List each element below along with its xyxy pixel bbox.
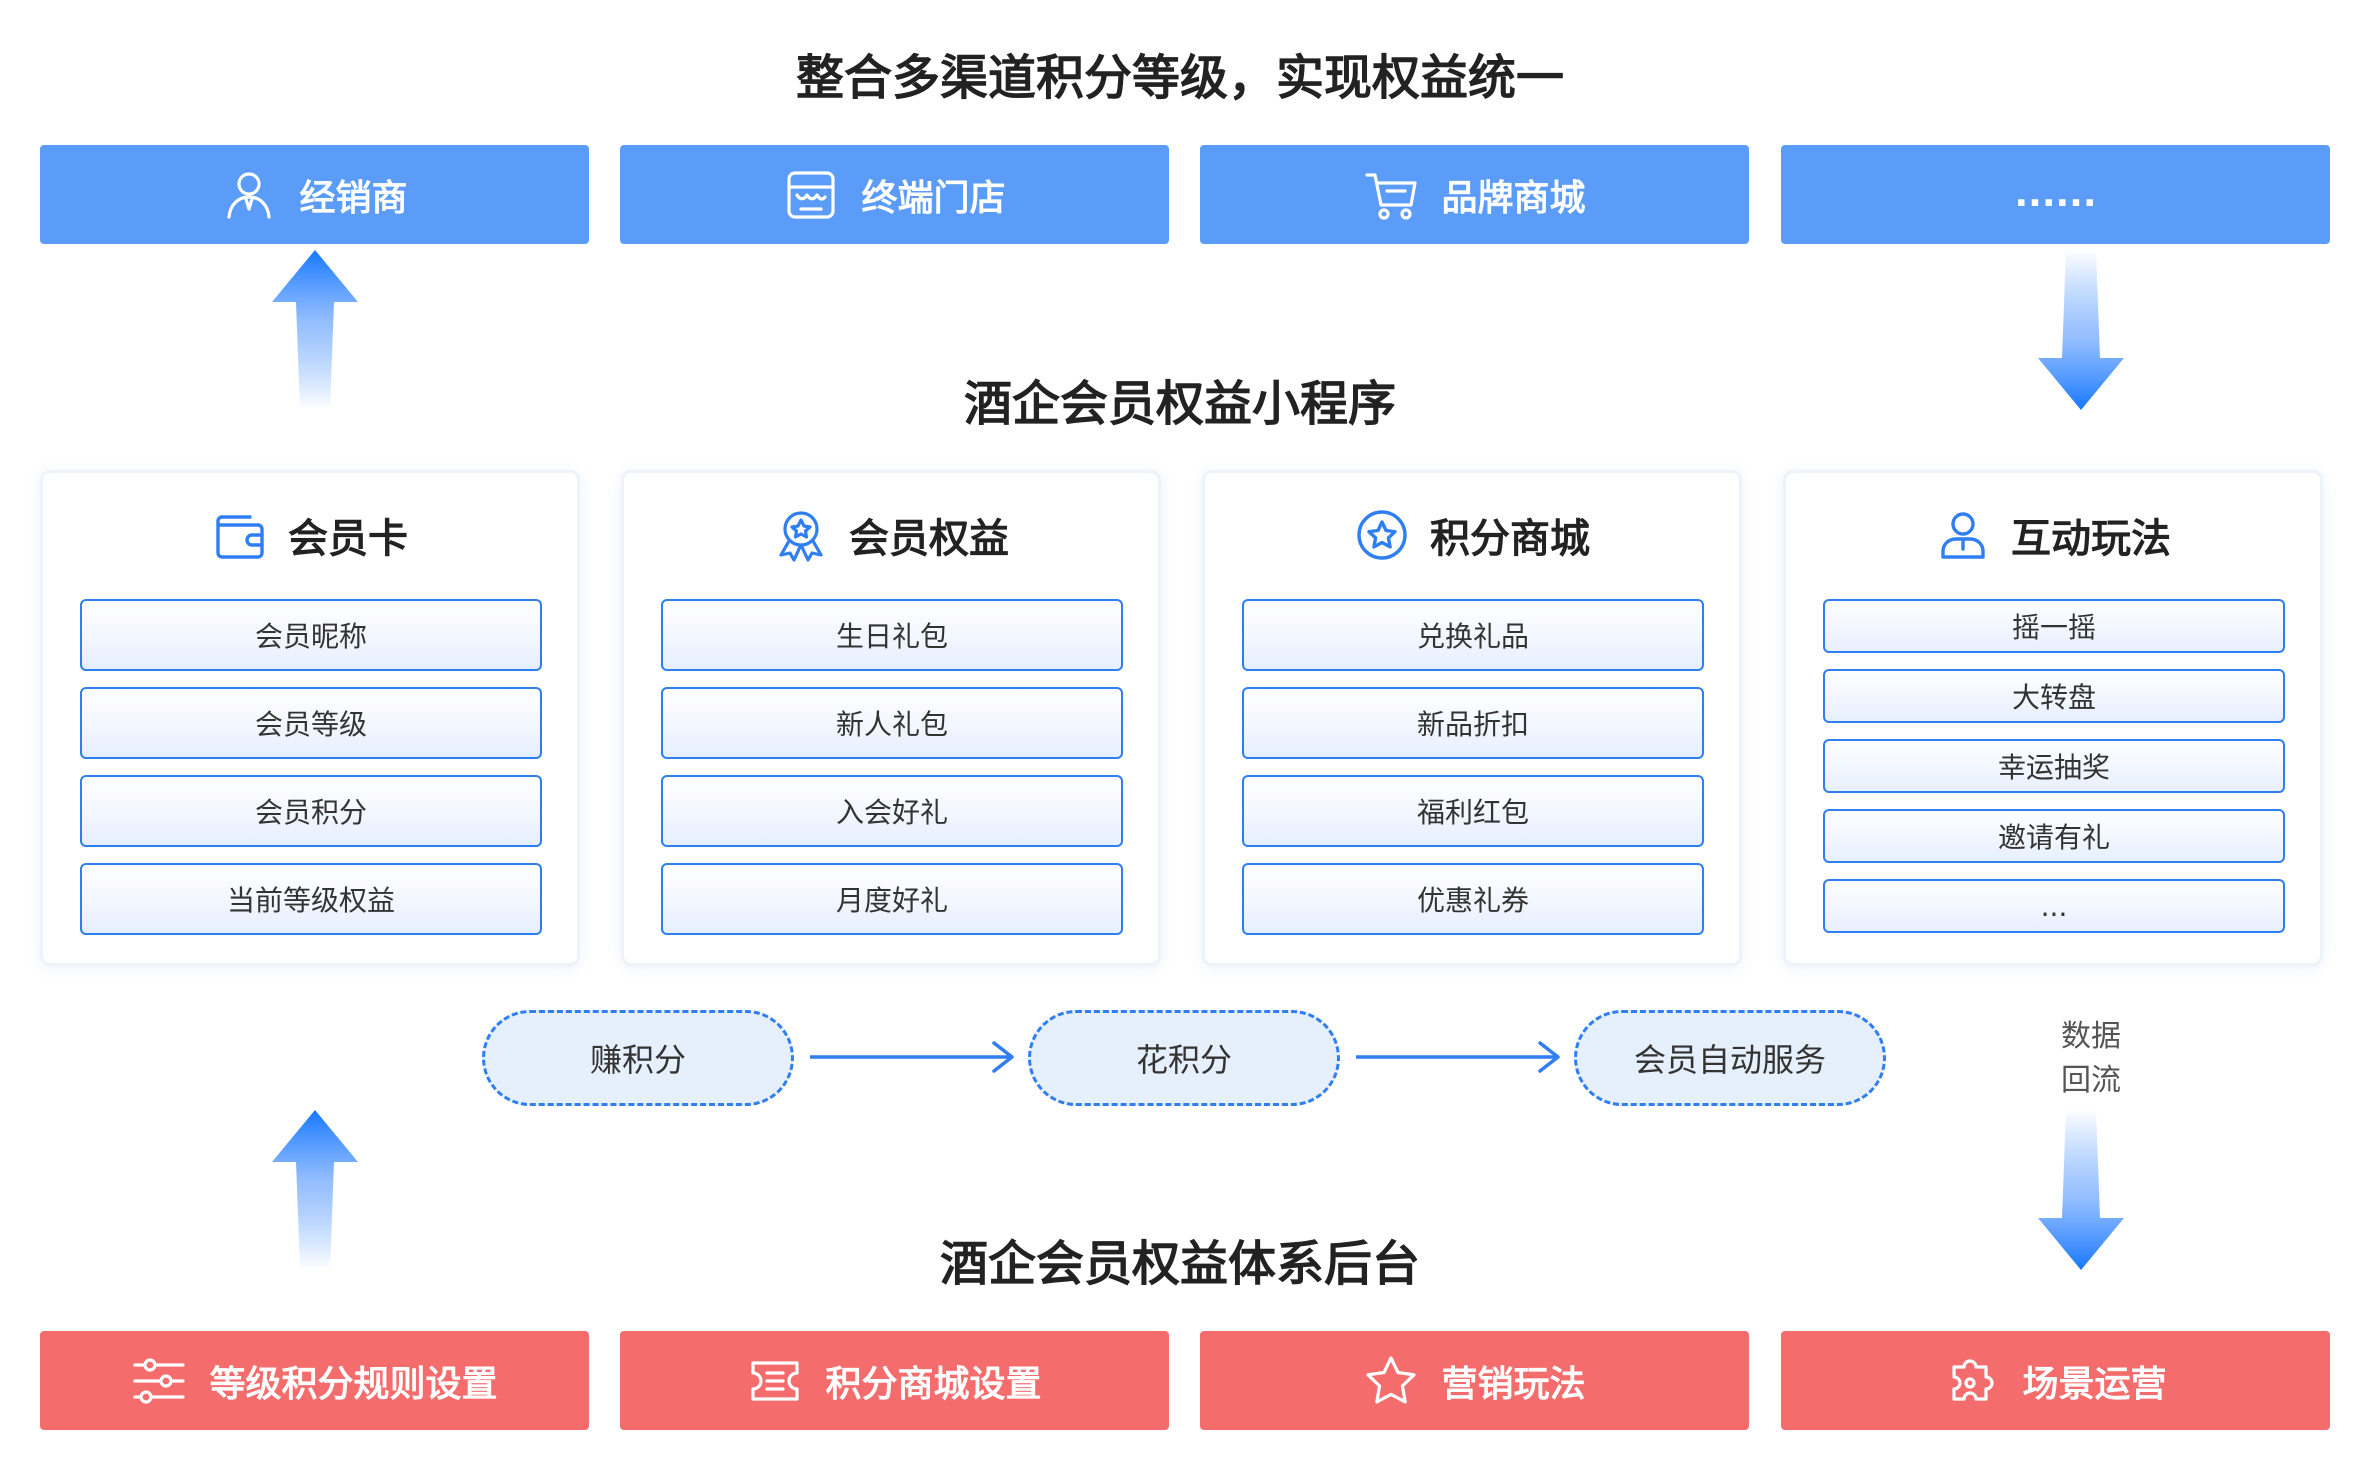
flow-arrow-2: [1356, 1041, 1560, 1073]
backend-label: 等级积分规则设置: [209, 1363, 498, 1405]
card-title: 会员权益: [849, 516, 1009, 562]
arrow-up-bottom: [272, 1110, 358, 1270]
person-icon: [227, 171, 272, 219]
card-title: 会员卡: [288, 516, 408, 562]
backend-label: 营销玩法: [1441, 1363, 1586, 1405]
module-item: 幸运抽奖: [1823, 739, 2285, 793]
ticket-icon: [751, 1360, 800, 1401]
middle-title: 酒企会员权益小程序: [963, 376, 1396, 432]
module-item: 会员昵称: [80, 599, 542, 671]
top-title: 整合多渠道积分等级，实现权益统一: [795, 50, 1564, 106]
star-circle-icon: [1357, 510, 1407, 560]
module-item: 兑换礼品: [1242, 599, 1704, 671]
arrow-down-bottom: [2038, 1110, 2124, 1270]
module-item: 入会好礼: [661, 775, 1123, 847]
card-title: 积分商城: [1430, 516, 1590, 562]
backend-scene-operations: 场景运营: [1781, 1331, 2330, 1430]
module-item: 大转盘: [1823, 669, 2285, 723]
cart-icon: [1365, 172, 1418, 220]
star-icon: [1366, 1355, 1417, 1403]
channel-brand-mall: 品牌商城: [1200, 145, 1749, 244]
channel-label: 经销商: [299, 177, 408, 219]
channel-label: 终端门店: [861, 177, 1006, 219]
card-header: 会员卡: [43, 505, 577, 565]
data-return-line1: 数据: [2061, 1019, 2121, 1054]
module-item: 福利红包: [1242, 775, 1704, 847]
module-item: 优惠礼券: [1242, 863, 1704, 935]
module-item: 会员等级: [80, 687, 542, 759]
channel-label: 品牌商城: [1441, 177, 1586, 219]
arrow-up-top: [272, 250, 358, 410]
module-item: 会员积分: [80, 775, 542, 847]
channel-distributor: 经销商: [40, 145, 589, 244]
card-header: 会员权益: [624, 505, 1158, 565]
backend-label: 场景运营: [2022, 1363, 2167, 1405]
channel-store: 终端门店: [620, 145, 1169, 244]
module-item: 邀请有礼: [1823, 809, 2285, 863]
module-item: 生日礼包: [661, 599, 1123, 671]
backend-points-mall-settings: 积分商城设置: [620, 1331, 1169, 1430]
card-header: 积分商城: [1205, 505, 1739, 565]
module-card-member: 会员卡 会员昵称 会员等级 会员积分 当前等级权益: [40, 470, 580, 966]
module-item: 新品折扣: [1242, 687, 1704, 759]
flow-arrow-1: [810, 1041, 1014, 1073]
channel-label: ......: [2014, 174, 2097, 215]
user-icon: [1941, 512, 1985, 559]
backend-marketing-gameplay: 营销玩法: [1200, 1331, 1749, 1430]
channel-more: ......: [1781, 145, 2330, 244]
card-title: 互动玩法: [2011, 516, 2171, 562]
data-return-line2: 回流: [2061, 1063, 2121, 1098]
module-card-points-mall: 积分商城 兑换礼品 新品折扣 福利红包 优惠礼券: [1202, 470, 1742, 966]
module-item: 当前等级权益: [80, 863, 542, 935]
bottom-title: 酒企会员权益体系后台: [939, 1236, 1420, 1292]
wallet-icon: [216, 515, 264, 559]
module-card-interaction: 互动玩法 摇一摇 大转盘 幸运抽奖 邀请有礼 ...: [1783, 470, 2323, 966]
card-header: 互动玩法: [1786, 505, 2320, 565]
module-item: 月度好礼: [661, 863, 1123, 935]
module-item: ...: [1823, 879, 2285, 933]
module-item: 摇一摇: [1823, 599, 2285, 653]
backend-level-points-rules: 等级积分规则设置: [40, 1331, 589, 1430]
module-card-benefits: 会员权益 生日礼包 新人礼包 入会好礼 月度好礼: [621, 470, 1161, 966]
arrow-down-top: [2038, 250, 2124, 410]
award-icon: [779, 511, 823, 562]
sliders-icon: [133, 1357, 186, 1404]
puzzle-icon: [1952, 1358, 1995, 1401]
backend-label: 积分商城设置: [825, 1363, 1042, 1405]
flow-spend-points: 花积分: [1028, 1010, 1340, 1106]
data-return-label: 数据 回流: [2046, 1015, 2136, 1103]
store-icon: [787, 170, 836, 219]
flow-earn-points: 赚积分: [482, 1010, 794, 1106]
flow-auto-service: 会员自动服务: [1574, 1010, 1886, 1106]
module-item: 新人礼包: [661, 687, 1123, 759]
